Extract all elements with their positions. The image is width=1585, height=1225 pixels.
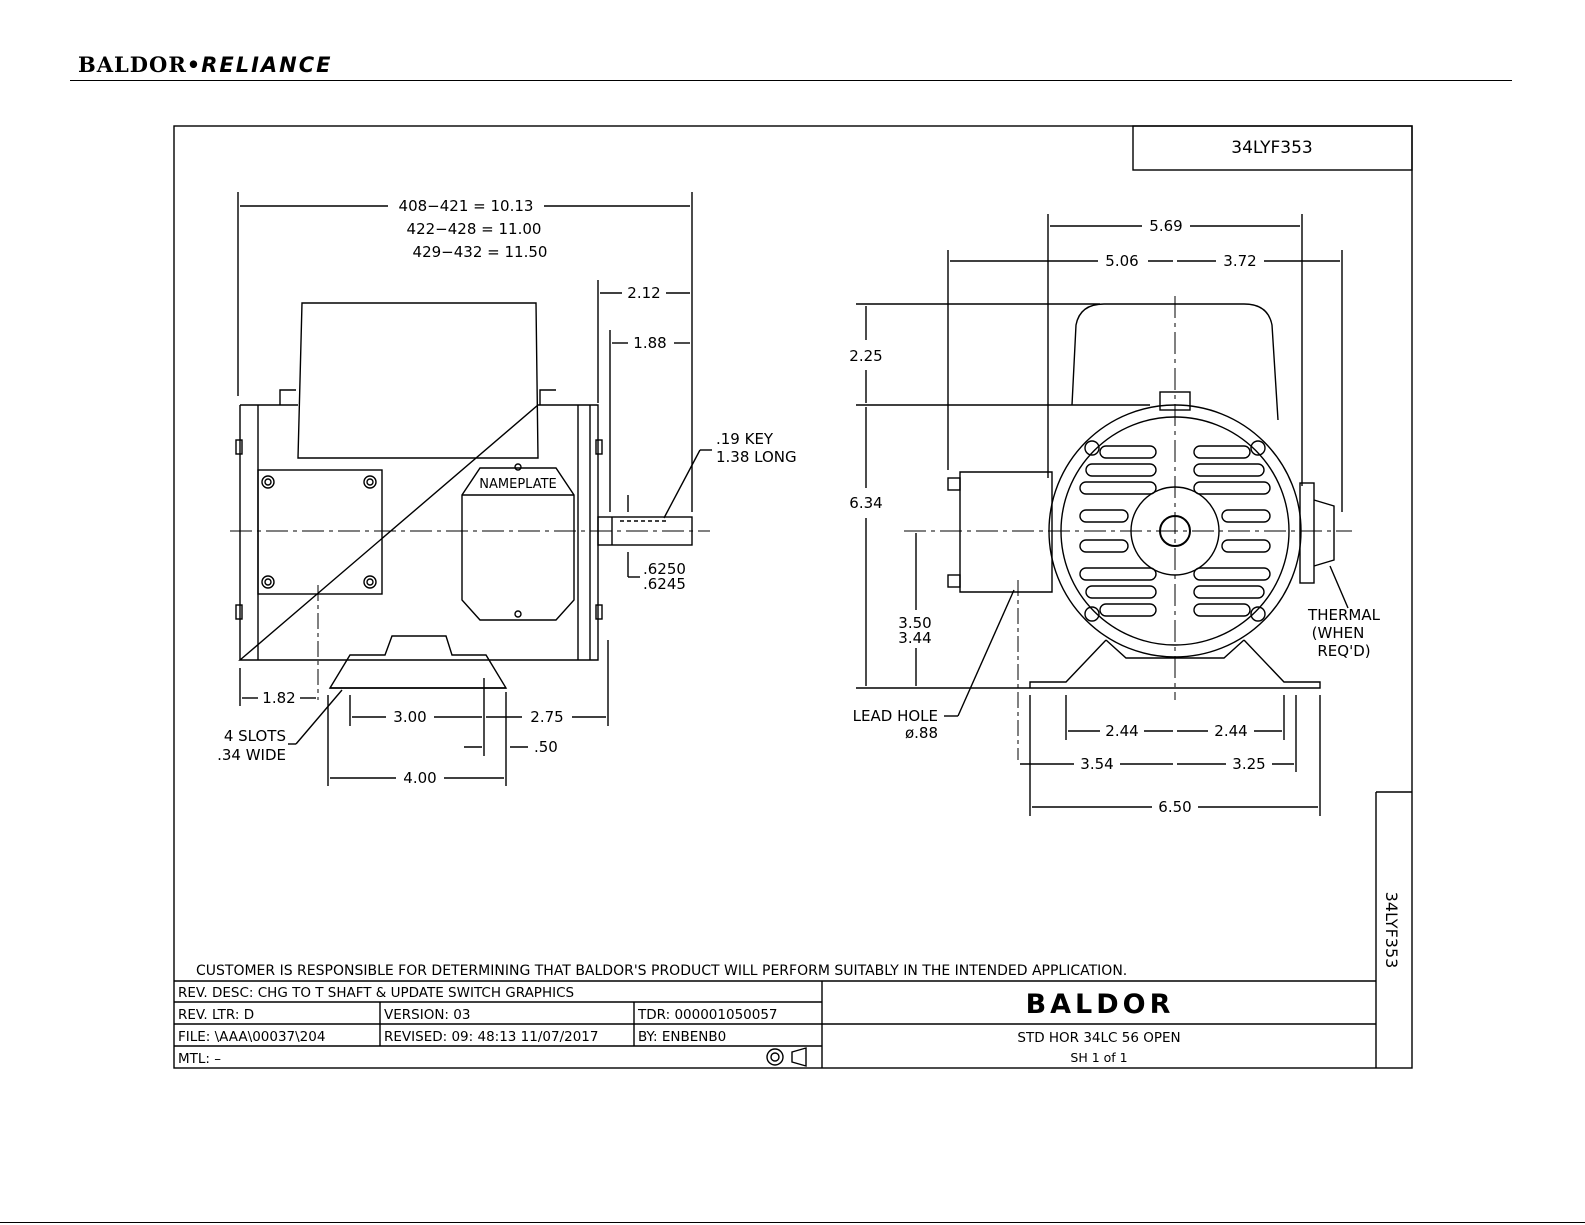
conduit-box xyxy=(297,302,539,459)
drawn-by: BY: ENBENB0 xyxy=(638,1029,726,1045)
end-view: 5.69 5.06 3.72 2.25 6.34 3.50 3.44 LEAD … xyxy=(849,214,1381,816)
footer-divider xyxy=(0,1222,1585,1223)
part-number-vertical: 34LYF353 xyxy=(1382,892,1401,969)
switch-plate xyxy=(257,469,383,595)
thermal-callout-3: REQ'D) xyxy=(1317,642,1370,660)
brand-header-logo: BALDOR•RELIANCE xyxy=(78,52,333,77)
slots-callout-2: .34 WIDE xyxy=(217,746,286,764)
thermal-callout-1: THERMAL xyxy=(1307,606,1381,624)
end-feet xyxy=(1029,639,1321,689)
dim-foot-half-right: 2.44 xyxy=(1214,722,1247,740)
thermal-protector xyxy=(1299,482,1315,584)
dim-base-left: 3.54 xyxy=(1080,755,1113,773)
dim-foot-half-left: 2.44 xyxy=(1105,722,1138,740)
revised-date: REVISED: 09: 48:13 11/07/2017 xyxy=(384,1029,598,1045)
version: VERSION: 03 xyxy=(384,1007,470,1023)
rev-description: REV. DESC: CHG TO T SHAFT & UPDATE SWITC… xyxy=(178,985,574,1001)
dim-length-a: 408−421 = 10.13 xyxy=(399,197,534,215)
dim-shaft-ext: 2.12 xyxy=(627,284,660,302)
dim-width-top: 5.69 xyxy=(1149,217,1182,235)
lead-hole-dia: ø.88 xyxy=(905,724,938,742)
customer-notice: CUSTOMER IS RESPONSIBLE FOR DETERMINING … xyxy=(196,963,1127,979)
dim-base-total: 6.50 xyxy=(1158,798,1191,816)
dim-width-right: 3.72 xyxy=(1223,252,1256,270)
thermal-callout-2: (WHEN xyxy=(1312,624,1365,642)
motor-body xyxy=(238,404,599,661)
brand-reliance: RELIANCE xyxy=(201,53,333,77)
brand-baldor: BALDOR xyxy=(78,52,187,77)
shaft-dia-min: .6245 xyxy=(643,575,686,593)
baldor-logo: BALDOR xyxy=(1026,989,1175,1020)
part-number-box xyxy=(1132,125,1413,171)
end-switch-box xyxy=(959,471,1053,593)
file-path: FILE: \AAA\00037\204 xyxy=(178,1029,325,1045)
dim-base-right: 3.25 xyxy=(1232,755,1265,773)
dim-shaft-height-max: 3.50 xyxy=(898,614,931,632)
sheet-number: SH 1 of 1 xyxy=(1070,1050,1127,1065)
end-conduit-box xyxy=(1071,303,1279,421)
dim-length-c: 429−432 = 11.50 xyxy=(413,243,548,261)
dim-width-left: 5.06 xyxy=(1105,252,1138,270)
motor-foot xyxy=(328,635,508,689)
dim-foot-left: 1.82 xyxy=(262,689,295,707)
key-callout-2: 1.38 LONG xyxy=(716,448,797,466)
dim-shaft-height-min: 3.44 xyxy=(898,629,931,647)
drawing-border xyxy=(173,125,1413,1069)
dim-shaft-key: 1.88 xyxy=(633,334,666,352)
shaft-dia-max: .6250 xyxy=(643,560,686,578)
dim-height-main: 6.34 xyxy=(849,494,882,512)
part-number: 34LYF353 xyxy=(1231,138,1312,158)
rev-letter: REV. LTR: D xyxy=(178,1007,254,1023)
brand-separator: • xyxy=(186,52,202,77)
dim-slot-offset: .50 xyxy=(534,738,558,756)
tdr-number: TDR: 000001050057 xyxy=(637,1007,778,1023)
dim-foot-width: 3.00 xyxy=(393,708,426,726)
material: MTL: – xyxy=(178,1051,221,1067)
dim-height-top: 2.25 xyxy=(849,347,882,365)
vent-slots xyxy=(1079,445,1271,617)
dim-length-b: 422−428 = 11.00 xyxy=(407,220,542,238)
nameplate-label: NAMEPLATE xyxy=(479,477,556,492)
projection-symbol-icon xyxy=(766,1047,807,1067)
dim-slot-span: 4.00 xyxy=(403,769,436,787)
nameplate-outline xyxy=(461,467,575,621)
drawing-description: STD HOR 34LC 56 OPEN xyxy=(1017,1030,1180,1046)
key-callout-1: .19 KEY xyxy=(716,430,774,448)
lead-hole-callout: LEAD HOLE xyxy=(853,707,938,725)
title-block: REV. DESC: CHG TO T SHAFT & UPDATE SWITC… xyxy=(174,980,1376,1068)
slots-callout-1: 4 SLOTS xyxy=(224,727,286,745)
side-view: NAMEPLATE 408−421 = 10.13 422−428 = 11.0… xyxy=(217,192,797,787)
header-divider xyxy=(70,80,1512,81)
dim-foot-right: 2.75 xyxy=(530,708,563,726)
